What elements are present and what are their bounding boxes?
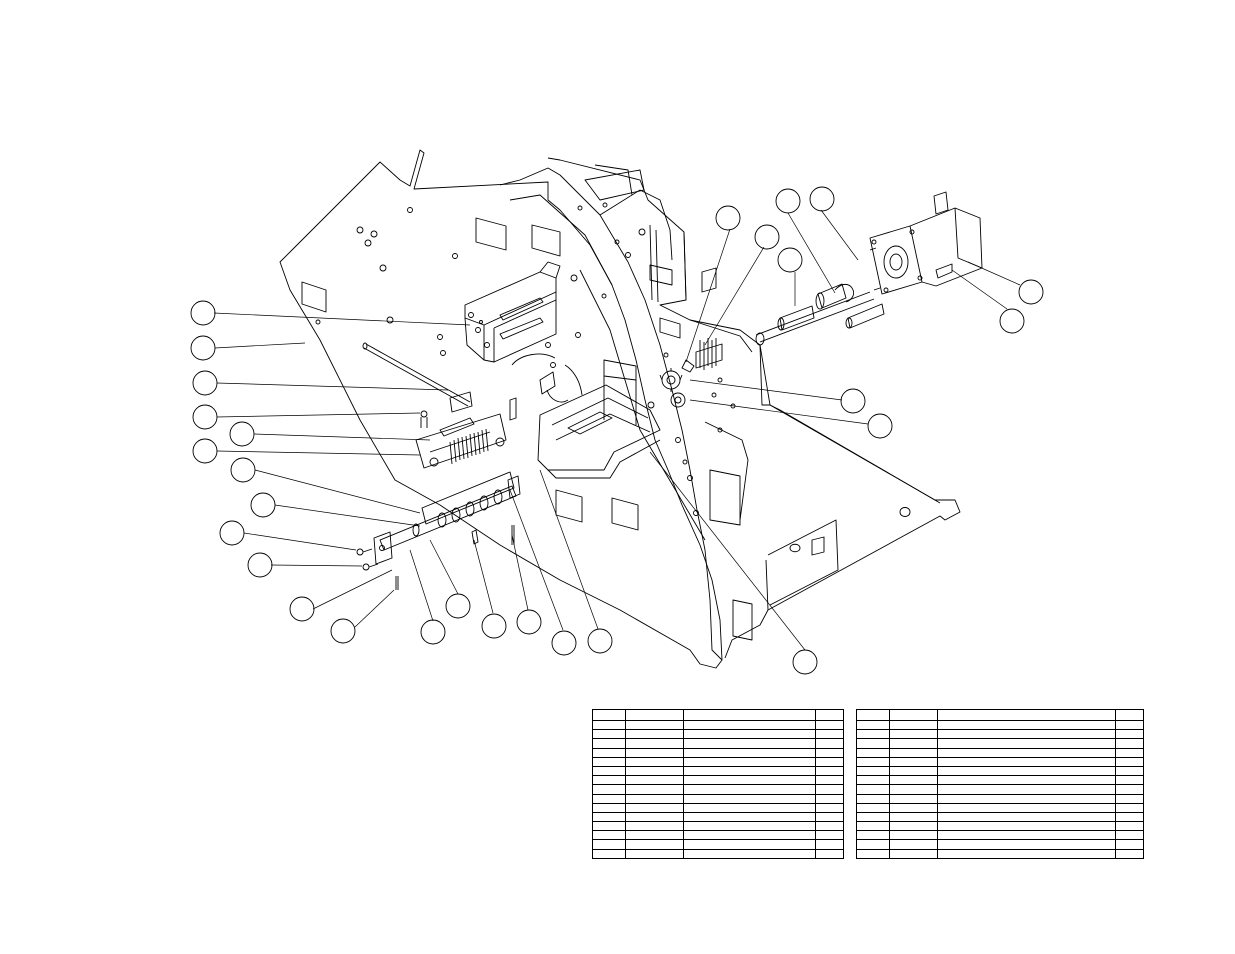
column-header	[856, 709, 890, 721]
column-header	[592, 709, 626, 721]
rear-frame	[547, 157, 961, 659]
item-balloon	[754, 224, 780, 250]
table-header-row	[856, 709, 1144, 721]
item-balloon	[230, 457, 256, 483]
comb-plate	[415, 391, 507, 469]
table-header-row	[592, 709, 844, 721]
mounting-holes	[315, 202, 736, 516]
center-cassette	[509, 353, 661, 479]
item-balloon	[289, 596, 315, 622]
cable-guide-wire	[579, 269, 706, 541]
parts-list-right	[856, 709, 1144, 859]
item-balloon	[867, 413, 893, 439]
item-balloon	[840, 388, 866, 414]
table-row	[856, 839, 1144, 850]
table-row	[592, 839, 844, 850]
table-row	[592, 821, 844, 832]
table-row	[592, 848, 844, 859]
gear-cluster	[659, 267, 723, 408]
item-balloon	[192, 438, 218, 464]
table-row	[592, 747, 844, 758]
item-balloon	[330, 618, 356, 644]
item-balloon	[192, 370, 218, 396]
table-row	[856, 765, 1144, 777]
roller-shaft-assembly	[356, 471, 521, 590]
leader-lines	[213, 209, 1021, 651]
table-row	[856, 802, 1144, 813]
plate-slot-cutouts	[301, 217, 825, 641]
table-row	[592, 738, 844, 749]
item-balloon	[445, 593, 471, 619]
column-header	[889, 709, 938, 721]
table-row	[592, 793, 844, 804]
table-row	[856, 756, 1144, 767]
column-header	[1115, 709, 1144, 721]
item-balloon	[775, 188, 801, 214]
table-row	[856, 793, 1144, 804]
stepper-motor	[869, 191, 983, 295]
item-balloon	[247, 552, 273, 578]
column-header	[625, 709, 684, 721]
top-bracket-block	[464, 261, 561, 363]
item-balloon	[715, 205, 741, 231]
item-balloon	[551, 630, 577, 656]
table-row	[592, 719, 844, 731]
item-balloon	[190, 300, 216, 326]
table-row	[856, 775, 1144, 786]
item-balloon	[219, 520, 245, 546]
item-balloon	[516, 609, 542, 635]
item-balloon	[809, 186, 835, 212]
item-balloon	[190, 335, 216, 361]
item-balloon	[229, 421, 255, 447]
column-header	[937, 709, 1116, 721]
item-balloon	[999, 308, 1025, 334]
drive-shaft	[755, 283, 885, 346]
table-row	[592, 775, 844, 786]
table-row	[856, 811, 1144, 823]
table-row	[592, 802, 844, 813]
table-row	[592, 830, 844, 841]
table-row	[856, 821, 1144, 832]
inner-curved-plate	[499, 167, 723, 661]
table-row	[856, 784, 1144, 795]
table-row	[856, 848, 1144, 859]
item-balloon	[587, 628, 613, 654]
table-row	[856, 729, 1144, 740]
item-balloons	[190, 186, 1044, 675]
column-header	[683, 709, 816, 721]
guide-rod	[362, 342, 471, 407]
table-row	[592, 765, 844, 777]
parts-list-left	[592, 709, 844, 859]
item-balloon	[250, 492, 276, 518]
item-balloon	[1018, 279, 1044, 305]
table-row	[856, 830, 1144, 841]
column-header	[815, 709, 844, 721]
table-row	[592, 811, 844, 823]
table-row	[592, 784, 844, 795]
item-balloon	[192, 404, 218, 430]
item-balloon	[420, 619, 446, 645]
item-balloon	[481, 613, 507, 639]
table-row	[592, 756, 844, 767]
table-row	[592, 729, 844, 740]
table-row	[856, 719, 1144, 731]
item-balloon	[777, 247, 803, 273]
table-row	[856, 738, 1144, 749]
left-side-plate	[279, 149, 723, 669]
item-balloon	[792, 649, 818, 675]
table-row	[856, 747, 1144, 758]
